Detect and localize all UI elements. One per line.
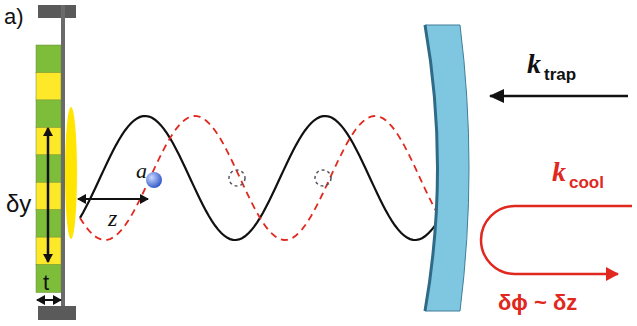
- cool-wave: [80, 116, 440, 240]
- atom: [146, 172, 162, 188]
- yellow-layer: [65, 107, 77, 239]
- atom-label: a: [136, 160, 147, 182]
- frame-top: [38, 5, 76, 18]
- wavevector-subscript: trap: [544, 66, 576, 83]
- stripe: [36, 100, 61, 128]
- wavevector-label: k: [527, 50, 541, 78]
- axis-label: z: [108, 206, 117, 230]
- phase-relation: δϕ ~ δz: [498, 292, 577, 314]
- wavevector-label: k: [552, 158, 566, 186]
- cavity-mirror: [425, 25, 469, 311]
- ghost-atom: [229, 170, 245, 186]
- striped-substrate: [36, 45, 61, 293]
- trap-beam-arrow: [490, 95, 628, 98]
- ghost-atom: [315, 170, 331, 186]
- dy-arrow: [47, 128, 50, 262]
- panel-label: a): [4, 6, 24, 28]
- frame-wall: [61, 5, 65, 320]
- dimension-label: δy: [6, 192, 31, 216]
- frame-bottom: [38, 306, 76, 320]
- cool-beam-arrow: [481, 206, 632, 274]
- z-arrow: [78, 198, 148, 200]
- dimension-label: t: [43, 272, 49, 294]
- stripe: [36, 45, 61, 73]
- mirror-coating: [425, 25, 438, 311]
- trap-wave: [80, 116, 440, 240]
- wavevector-subscript: cool: [569, 174, 604, 191]
- stripe: [36, 72, 61, 100]
- t-arrow: [37, 299, 61, 301]
